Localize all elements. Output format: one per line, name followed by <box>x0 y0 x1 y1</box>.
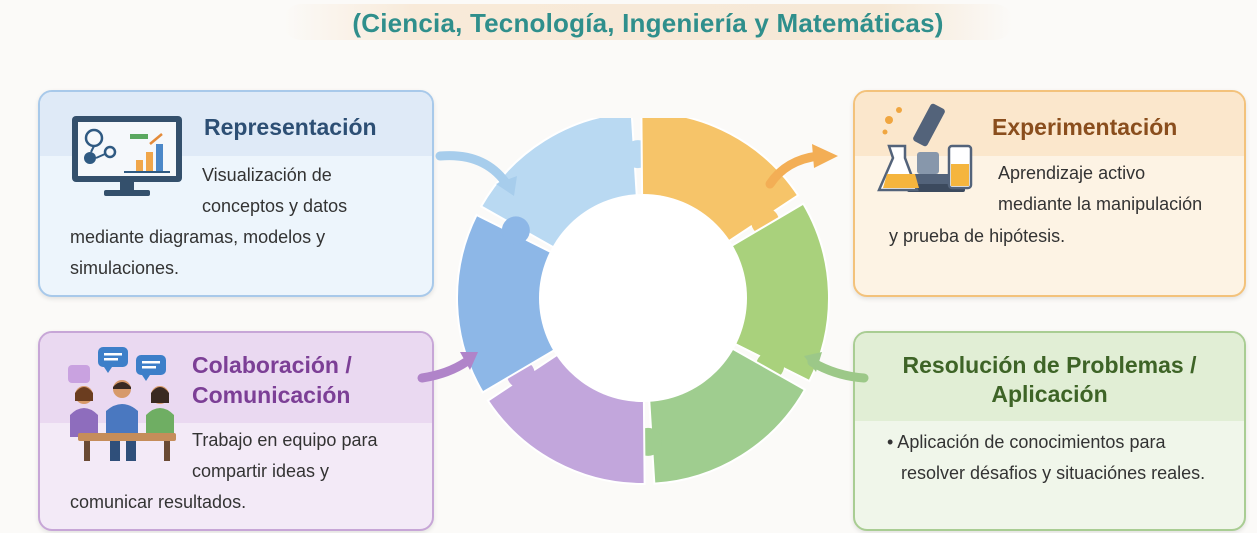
card-text-line: simulaciones. <box>70 258 180 278</box>
card-title: Resolución de Problemas / <box>902 352 1197 378</box>
puzzle-knob <box>501 216 530 245</box>
card-text-line: y prueba de hipótesis. <box>889 226 1066 246</box>
card-header <box>855 92 1244 156</box>
card-text-line: conceptos y datos <box>202 196 348 216</box>
card-text-line: compartir ideas y <box>192 461 330 481</box>
microscope-lab-icon <box>877 103 973 192</box>
card-representacion: Representación Visualización de concepto… <box>38 90 434 297</box>
team-chat-icon <box>68 347 176 461</box>
card-text-line: mediante la manipulación <box>998 194 1203 214</box>
card-text-line: • Aplicación de conocimientos para <box>887 432 1166 452</box>
card-header <box>855 333 1244 421</box>
card-title: Representación <box>204 114 377 140</box>
cycle-ring <box>456 118 830 485</box>
card-title: Experimentación <box>992 114 1178 140</box>
card-resolucion: Resolución de Problemas / Aplicación • A… <box>853 331 1246 531</box>
monitor-chart-icon <box>72 116 182 196</box>
title-banner <box>283 4 1013 40</box>
page-title: (Ciencia, Tecnología, Ingeniería y Matem… <box>352 8 944 38</box>
ring-center <box>539 194 747 402</box>
card-title-line2: Aplicación <box>991 381 1108 407</box>
card-text-line: Aprendizaje activo <box>998 163 1146 183</box>
card-text-line: mediante diagramas, modelos y <box>70 227 326 247</box>
card-text-line: comunicar resultados. <box>70 492 247 512</box>
card-experimentacion: Experimentación Aprendizaje activo media… <box>853 90 1246 297</box>
card-title: Colaboración / <box>192 352 352 378</box>
card-text-line: Trabajo en equipo para <box>192 430 378 450</box>
card-colaboracion: Colaboración / Comunicación Trabajo en e… <box>38 331 434 531</box>
card-text-line: Visualización de <box>202 165 332 185</box>
ring-segments <box>456 118 830 485</box>
card-text-line: resolver désafios y situaciónes reales. <box>901 463 1206 483</box>
card-title-line2: Comunicación <box>192 382 351 408</box>
